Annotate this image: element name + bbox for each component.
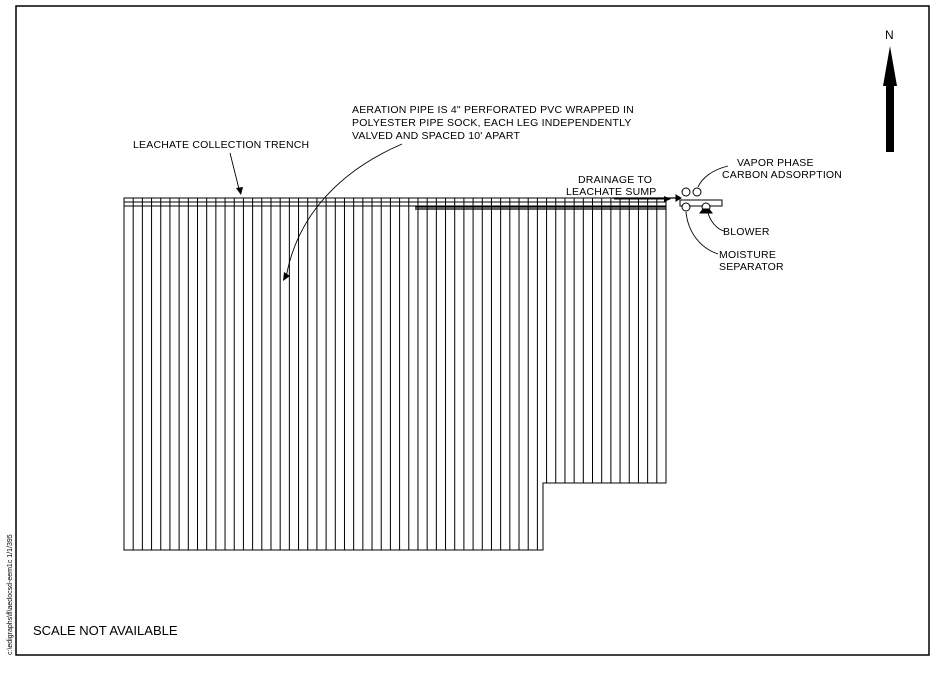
drainage-label-line1: DRAINAGE TO xyxy=(578,174,652,186)
north-label: N xyxy=(885,28,894,42)
leader-arrowheads xyxy=(236,187,671,281)
vapor-phase-label-line1: VAPOR PHASE xyxy=(737,157,814,169)
aeration-leader xyxy=(285,143,403,279)
moisture-separator-label-line1: MOISTURE xyxy=(719,249,776,261)
aeration-note-line2: POLYESTER PIPE SOCK, EACH LEG INDEPENDEN… xyxy=(352,117,632,129)
carbon-vessel-2-icon xyxy=(692,187,702,197)
scale-note: SCALE NOT AVAILABLE xyxy=(33,623,178,638)
aeration-note-line3: VALVED AND SPACED 10' APART xyxy=(352,130,520,142)
vapor-leader xyxy=(697,165,729,188)
carbon-vessel-1-icon xyxy=(681,187,691,197)
blower-label: BLOWER xyxy=(723,226,770,238)
blower-leader xyxy=(707,212,725,232)
file-path-label: c:\edigraphs\fl\aedocsd-eem1c 1/1/395 xyxy=(7,534,14,655)
equipment-pad xyxy=(679,199,723,207)
trench-arrowhead xyxy=(236,187,243,195)
leachate-collection-trench xyxy=(124,197,666,207)
blower-base-icon xyxy=(699,208,713,214)
aeration-field-outline xyxy=(123,197,667,551)
vapor-phase-label-line2: CARBON ADSORPTION xyxy=(722,169,842,181)
leachate-trench-label: LEACHATE COLLECTION TRENCH xyxy=(133,139,309,151)
moisture-leader xyxy=(685,211,719,255)
aeration-pipe-legs xyxy=(123,198,667,550)
treatment-equipment xyxy=(675,187,723,214)
flow-arrow-icon xyxy=(675,194,682,202)
drainage-pipe xyxy=(415,197,680,210)
drainage-arrowhead xyxy=(664,196,671,202)
moisture-separator-label-line2: SEPARATOR xyxy=(719,261,784,273)
drawing-border xyxy=(15,5,930,656)
drainage-label-line2: LEACHATE SUMP xyxy=(566,186,657,198)
aeration-arrowhead xyxy=(283,272,290,281)
leader-lines xyxy=(229,143,729,279)
trench-leader xyxy=(229,152,241,194)
moisture-separator-icon xyxy=(681,202,691,212)
north-arrow-icon xyxy=(883,46,897,152)
aeration-note-line1: AERATION PIPE IS 4" PERFORATED PVC WRAPP… xyxy=(352,104,634,116)
